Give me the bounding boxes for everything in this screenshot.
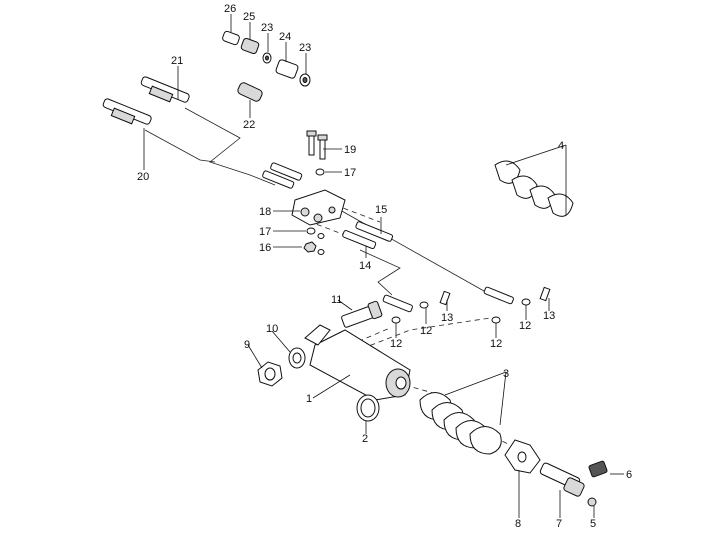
- part-26-fitting: [222, 30, 240, 46]
- label-16: 16: [259, 242, 271, 254]
- part-25-coupling: [240, 37, 260, 55]
- part-13-bolts: [439, 286, 551, 306]
- label-24: 24: [279, 31, 291, 43]
- label-19: 19: [344, 144, 356, 156]
- label-12-left: 12: [390, 338, 402, 350]
- part-23-seal-second: [299, 73, 311, 87]
- label-4: 4: [558, 140, 564, 152]
- part-23-seal-top: [262, 52, 272, 64]
- label-12-right: 12: [519, 320, 531, 332]
- part-18-valve-block: [291, 189, 346, 226]
- part-10-washer: [288, 347, 306, 369]
- cylinder-hose-fittings: [382, 286, 514, 313]
- hose-routing-lines: [144, 107, 511, 446]
- label-9: 9: [244, 339, 250, 351]
- label-23-second: 23: [299, 42, 311, 54]
- part-6-spring: [588, 460, 608, 478]
- part-3-discs: [419, 392, 502, 455]
- part-4-clamps: [494, 160, 574, 217]
- label-18: 18: [259, 206, 271, 218]
- label-12-center: 12: [490, 338, 502, 350]
- part-14-fitting: [342, 230, 377, 250]
- part-2-seal-ring: [356, 394, 380, 422]
- label-17-lower: 17: [259, 226, 271, 238]
- label-14: 14: [359, 260, 371, 272]
- part-24-adapter: [275, 59, 299, 79]
- part-5-small-nut: [587, 497, 597, 507]
- label-17-top: 17: [344, 167, 356, 179]
- label-15: 15: [375, 204, 387, 216]
- label-25: 25: [243, 11, 255, 23]
- label-21: 21: [171, 55, 183, 67]
- label-12-upper: 12: [420, 325, 432, 337]
- part-labels: 26 25 23 24 23 21 22 19 20 17 4 15 18 17…: [137, 3, 632, 530]
- part-9-nut: [257, 361, 283, 387]
- part-16-nut: [303, 241, 325, 255]
- label-22: 22: [243, 119, 255, 131]
- part-7-shaft: [539, 462, 585, 497]
- part-17-washer-top: [315, 168, 325, 176]
- label-2: 2: [362, 433, 368, 445]
- label-20: 20: [137, 171, 149, 183]
- part-8-star-washer: [504, 439, 541, 474]
- label-3: 3: [503, 368, 509, 380]
- part-11-pin: [341, 300, 383, 328]
- part-1-cylinder-body: [304, 324, 411, 401]
- part-22-nipple: [237, 82, 263, 102]
- label-10: 10: [266, 323, 278, 335]
- part-12-washers: [391, 298, 531, 324]
- label-26: 26: [224, 3, 236, 15]
- valve-hose-ends: [262, 162, 303, 189]
- label-23-top: 23: [261, 22, 273, 34]
- label-5: 5: [590, 518, 596, 530]
- leader-lines: [143, 14, 624, 518]
- label-8: 8: [515, 518, 521, 530]
- part-20-hose-end: [102, 98, 152, 125]
- part-19-bolts: [306, 130, 328, 160]
- label-13-right: 13: [543, 310, 555, 322]
- part-21-hose-end: [140, 76, 190, 103]
- part-15-fitting: [355, 221, 394, 242]
- label-11: 11: [331, 294, 342, 306]
- label-1: 1: [306, 393, 312, 405]
- label-13-left: 13: [441, 312, 453, 324]
- label-7: 7: [556, 518, 562, 530]
- label-6: 6: [626, 469, 632, 481]
- part-17-washer-lower: [306, 227, 325, 239]
